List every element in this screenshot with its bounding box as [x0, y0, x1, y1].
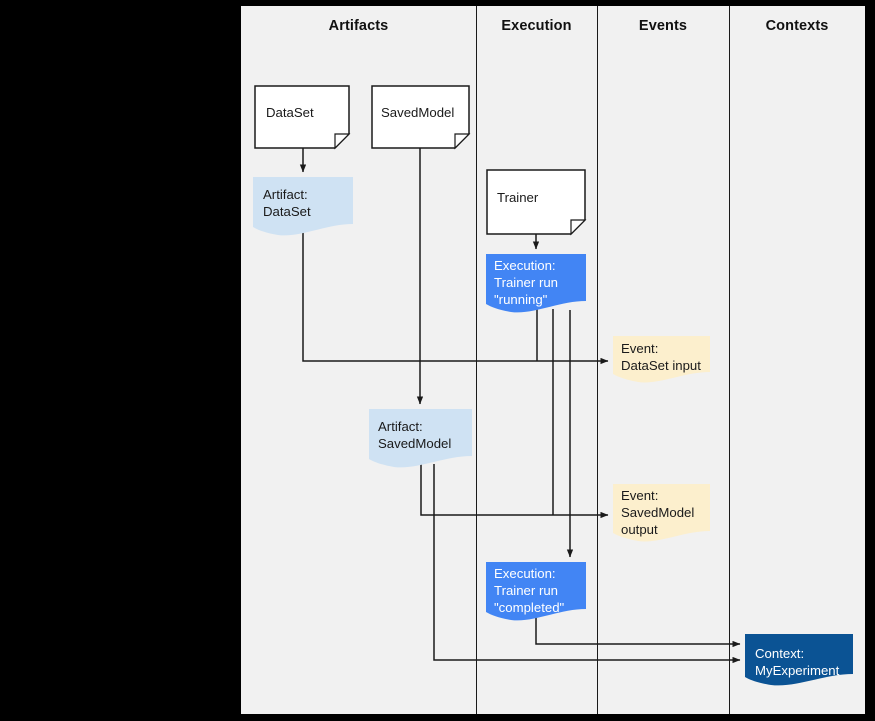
- lane-title-execution: Execution: [501, 18, 572, 34]
- node-execution-running[interactable]: [486, 254, 586, 313]
- node-artifact-savedmodel[interactable]: [369, 409, 472, 468]
- node-type-savedmodel[interactable]: [371, 85, 471, 150]
- lane-title-artifacts: Artifacts: [328, 18, 389, 34]
- node-type-dataset[interactable]: [254, 85, 351, 150]
- connector-dataset-artifact-to-event: [302, 232, 609, 365]
- connector-savedmodel-artifact-to-context: [433, 464, 741, 664]
- connector-completed-to-context: [535, 617, 741, 648]
- lane-title-events: Events: [638, 18, 688, 34]
- lane-title-contexts: Contexts: [765, 18, 829, 34]
- node-event-dataset-input[interactable]: [613, 336, 710, 383]
- node-artifact-dataset[interactable]: [253, 177, 353, 236]
- node-event-savedmodel-output[interactable]: [613, 484, 710, 542]
- node-context-myexperiment[interactable]: [745, 634, 853, 686]
- node-execution-completed[interactable]: [486, 562, 586, 621]
- node-type-trainer[interactable]: [486, 169, 587, 236]
- connector-savedmodel-artifact-to-event: [420, 464, 609, 519]
